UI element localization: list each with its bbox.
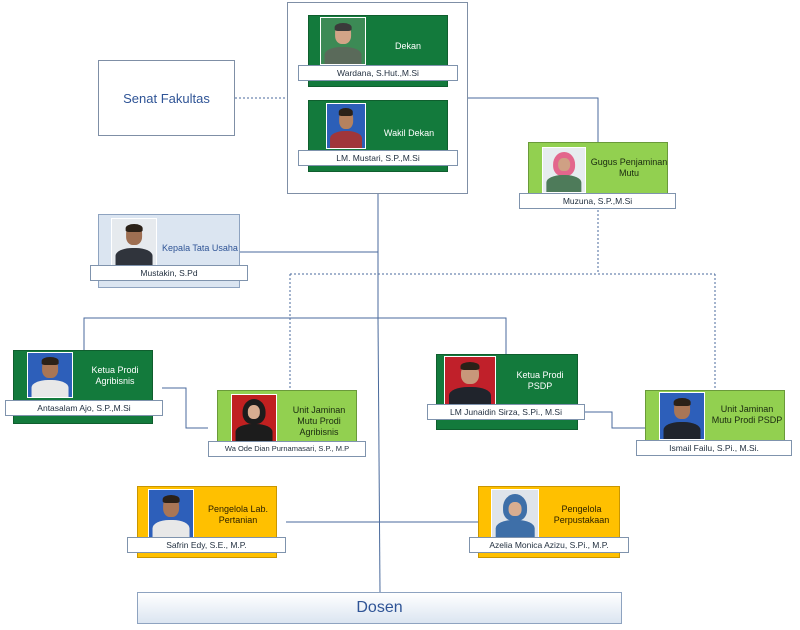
wakil-dekan-name: LM. Mustari, S.P.,M.Si bbox=[298, 150, 458, 166]
kepala-tu-title: Kepala Tata Usaha bbox=[162, 243, 238, 253]
senat-fakultas-box: Senat Fakultas bbox=[98, 60, 235, 136]
dekan-photo bbox=[320, 17, 366, 65]
ujm-psdp-photo bbox=[659, 392, 705, 440]
ujm-psdp-name: Ismail Failu, S.Pi., M.Si. bbox=[636, 440, 792, 456]
pengelola-lab-name: Safrin Edy, S.E., M.P. bbox=[127, 537, 286, 553]
kaprodi-agribisnis-photo bbox=[27, 352, 73, 398]
kepala-tu-photo bbox=[111, 218, 157, 266]
wakil-dekan-photo bbox=[326, 103, 366, 149]
dekan-title: Dekan bbox=[394, 41, 421, 51]
dosen-box: Dosen bbox=[137, 592, 622, 624]
gugus-photo bbox=[542, 147, 586, 193]
ujm-agribisnis-photo bbox=[231, 394, 277, 442]
pengelola-perpustakaan-photo bbox=[491, 489, 539, 539]
pengelola-lab-photo bbox=[148, 489, 194, 539]
dosen-label: Dosen bbox=[356, 599, 403, 616]
kaprodi-psdp-name: LM Junaidin Sirza, S.Pi., M.Si bbox=[427, 404, 585, 420]
dekan-name: Wardana, S.Hut.,M.Si bbox=[298, 65, 458, 81]
gugus-name: Muzuna, S.P.,M.Si bbox=[519, 193, 676, 209]
pengelola-lab-title: Pengelola Lab.Pertanian bbox=[207, 504, 269, 525]
senat-label: Senat Fakultas bbox=[123, 90, 210, 106]
kaprodi-psdp-photo bbox=[444, 356, 496, 406]
ujm-agribisnis-name: Wa Ode Dian Purnamasari, S.P., M.P bbox=[208, 441, 366, 457]
wakil-dekan-title: Wakil Dekan bbox=[383, 128, 435, 138]
kaprodi-agribisnis-name: Antasalam Ajo, S.P.,M.Si bbox=[5, 400, 163, 416]
kepala-tu-name: Mustakin, S.Pd bbox=[90, 265, 248, 281]
pengelola-perpustakaan-name: Azelia Monica Azizu, S.Pi., M.P. bbox=[469, 537, 629, 553]
